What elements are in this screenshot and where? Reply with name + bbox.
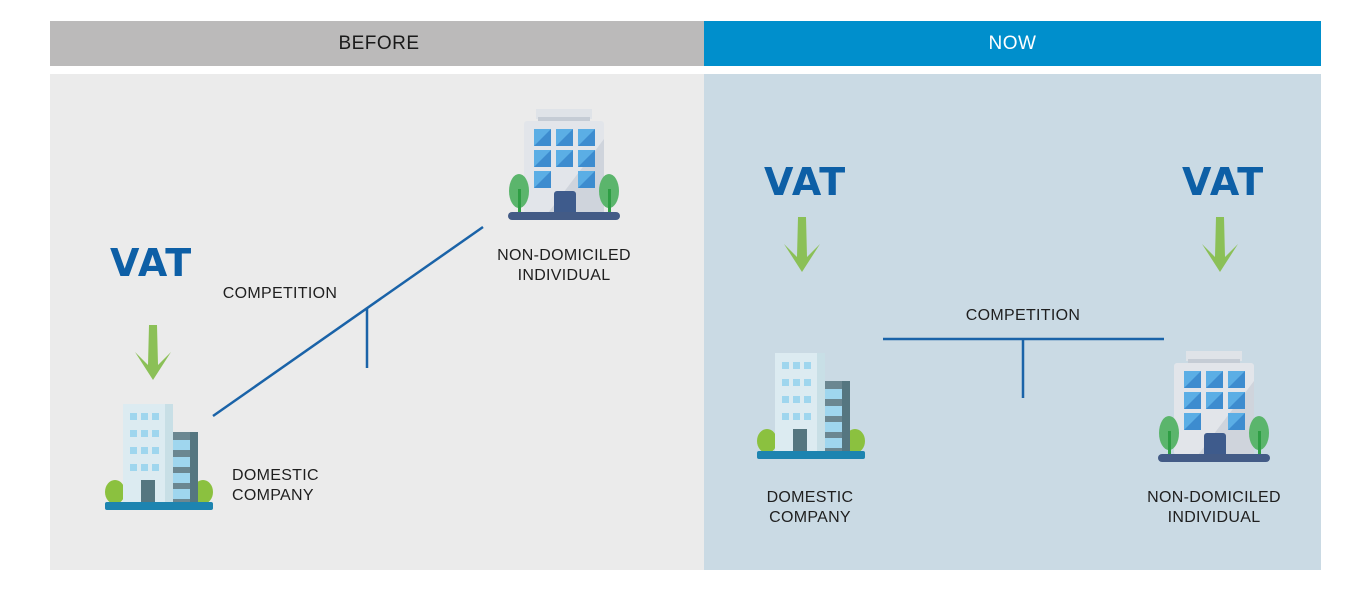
before-header-label: BEFORE: [338, 32, 420, 54]
vat-label: VAT: [110, 241, 193, 285]
competition-line: [212, 225, 484, 418]
down-arrow-icon: [1202, 217, 1238, 272]
now-panel: [704, 74, 1321, 570]
before-header: BEFORE: [50, 21, 708, 66]
domestic-company-building-icon: [757, 353, 865, 459]
competition-label: COMPETITION: [965, 307, 1081, 324]
non-domiciled-label: NON-DOMICILED INDIVIDUAL: [1147, 489, 1281, 526]
down-arrow-icon: [135, 325, 171, 380]
domestic-company-label: DOMESTIC COMPANY: [232, 467, 319, 504]
non-domiciled-label: NON-DOMICILED INDIVIDUAL: [497, 247, 631, 284]
non-domiciled-building-icon: [1158, 351, 1270, 462]
non-domiciled-building-icon: [508, 109, 620, 220]
vat-label-left: VAT: [764, 160, 847, 204]
competition-label: COMPETITION: [222, 285, 338, 302]
down-arrow-icon: [784, 217, 820, 272]
now-header-label: NOW: [988, 32, 1037, 54]
now-header: NOW: [704, 21, 1321, 66]
domestic-company-label: DOMESTIC COMPANY: [766, 489, 854, 526]
domestic-company-building-icon: [105, 404, 213, 510]
vat-label-right: VAT: [1182, 160, 1265, 204]
